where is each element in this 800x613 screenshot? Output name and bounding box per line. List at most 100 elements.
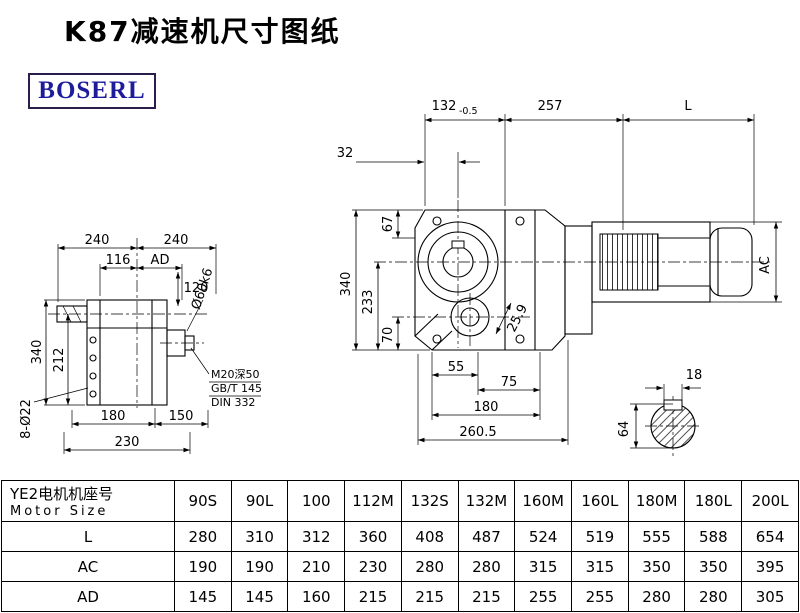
- dim-AC-label: AC: [758, 256, 773, 274]
- size-value-cell: 315: [571, 551, 629, 582]
- motor-size-header-en: Motor Size: [10, 504, 109, 519]
- dim-70-label: 70: [381, 327, 396, 344]
- size-value-cell: 312: [287, 521, 346, 552]
- technical-drawing: 240 240 116 AD 120 Ø60k6 3: [19, 99, 782, 456]
- dim-116-label: 116: [106, 253, 131, 268]
- side-view: 240 240 116 AD 120 Ø60k6 3: [19, 233, 262, 454]
- bolt-hole: [89, 372, 97, 380]
- size-value-cell: 305: [741, 581, 799, 612]
- column-header: 180L: [684, 480, 743, 522]
- shaft-cross-section: [650, 403, 696, 449]
- motor-size-header-cn: YE2电机机座号: [10, 485, 114, 503]
- side-view-body: [48, 238, 208, 408]
- motor-flange: [564, 225, 593, 335]
- size-value-cell: 408: [400, 521, 459, 552]
- bolt-hole: [432, 216, 442, 226]
- size-value-cell: 280: [627, 581, 686, 612]
- front-view: 132 -0.5 257 L 32 340 233 67: [337, 99, 782, 445]
- dim-AD-label: AD: [151, 253, 170, 268]
- dim-233-label: 233: [361, 290, 376, 315]
- dim-340-front-label: 340: [339, 272, 354, 297]
- bolt-hole: [515, 216, 525, 226]
- bolt-hole: [89, 390, 97, 398]
- front-view-body: [374, 200, 770, 351]
- dim-67-label: 67: [381, 216, 396, 233]
- bore-keyway: [451, 240, 465, 249]
- page-title: K87减速机尺寸图纸: [64, 15, 341, 48]
- size-value-cell: 210: [287, 551, 346, 582]
- size-value-cell: 350: [684, 551, 743, 582]
- column-header: 132S: [400, 480, 459, 522]
- size-value-cell: 360: [344, 521, 402, 552]
- size-value-cell: 255: [514, 581, 573, 612]
- dim-120-label: 120: [184, 281, 209, 296]
- row-label: AD: [1, 581, 175, 612]
- gearbox-housing-front: [414, 209, 566, 351]
- row-label: AC: [1, 551, 175, 582]
- size-value-cell: 519: [571, 521, 629, 552]
- size-value-cell: 255: [571, 581, 629, 612]
- dim-25-9-label: 25.9: [505, 302, 532, 335]
- column-header: 112M: [344, 480, 402, 522]
- side-view-dimensions: 240 240 116 AD 120 Ø60k6 3: [19, 233, 262, 454]
- motor-fins: [599, 233, 659, 291]
- dim-240a-label: 240: [85, 233, 110, 248]
- size-value-cell: 588: [684, 521, 743, 552]
- dim-L-label: L: [684, 99, 692, 114]
- front-view-dimensions: 132 -0.5 257 L 32 340 233 67: [337, 99, 782, 445]
- size-value-cell: 145: [230, 581, 289, 612]
- brand-text: BOSERL: [38, 77, 146, 104]
- size-value-cell: 310: [230, 521, 289, 552]
- dim-240b-label: 240: [164, 233, 189, 248]
- column-header: 200L: [741, 480, 799, 522]
- shaft-detail-view: 18 64: [617, 368, 702, 456]
- bolt-hole: [515, 334, 525, 344]
- dim-55-label: 55: [448, 360, 465, 375]
- motor-fan-cover: [709, 227, 753, 297]
- size-value-cell: 280: [457, 551, 516, 582]
- bolt-hole: [89, 354, 97, 362]
- size-value-cell: 280: [400, 551, 459, 582]
- bolt-hole: [89, 336, 97, 344]
- column-header: 160M: [514, 480, 573, 522]
- output-shaft-stub: [184, 335, 195, 351]
- size-value-cell: 315: [514, 551, 573, 582]
- size-value-cell: 350: [627, 551, 686, 582]
- dim-340-side-label: 340: [30, 340, 45, 365]
- note-din-label: DIN 332: [211, 396, 255, 409]
- size-value-cell: 190: [174, 551, 232, 582]
- dim-18-label: 18: [686, 368, 703, 383]
- size-value-cell: 395: [741, 551, 799, 582]
- column-header: 180M: [627, 480, 686, 522]
- dim-230-label: 230: [115, 435, 140, 450]
- column-header: 132M: [457, 480, 516, 522]
- dim-212-label: 212: [52, 348, 67, 373]
- motor-assembly: [564, 221, 753, 335]
- column-header: 100: [287, 480, 346, 522]
- lower-bore-circle: [450, 297, 490, 337]
- size-value-cell: 654: [741, 521, 799, 552]
- dim-32-label: 32: [337, 146, 354, 161]
- size-value-cell: 230: [344, 551, 402, 582]
- dim-257-label: 257: [538, 99, 563, 114]
- size-value-cell: 280: [174, 521, 232, 552]
- brand-logo: BOSERL: [28, 73, 156, 109]
- note-thread-label: M20深50: [211, 368, 260, 381]
- motor-size-header: YE2电机机座号 Motor Size: [1, 480, 175, 522]
- column-header: 90L: [230, 480, 289, 522]
- size-value-cell: 524: [514, 521, 573, 552]
- size-value-cell: 160: [287, 581, 346, 612]
- dim-132-label: 132: [432, 99, 457, 114]
- size-value-cell: 215: [400, 581, 459, 612]
- size-value-cell: 215: [344, 581, 402, 612]
- dim-180-side-label: 180: [101, 409, 126, 424]
- row-label: L: [1, 521, 175, 552]
- dim-75-label: 75: [501, 375, 518, 390]
- column-header: 90S: [174, 480, 232, 522]
- size-value-cell: 190: [230, 551, 289, 582]
- dim-64-label: 64: [617, 421, 632, 438]
